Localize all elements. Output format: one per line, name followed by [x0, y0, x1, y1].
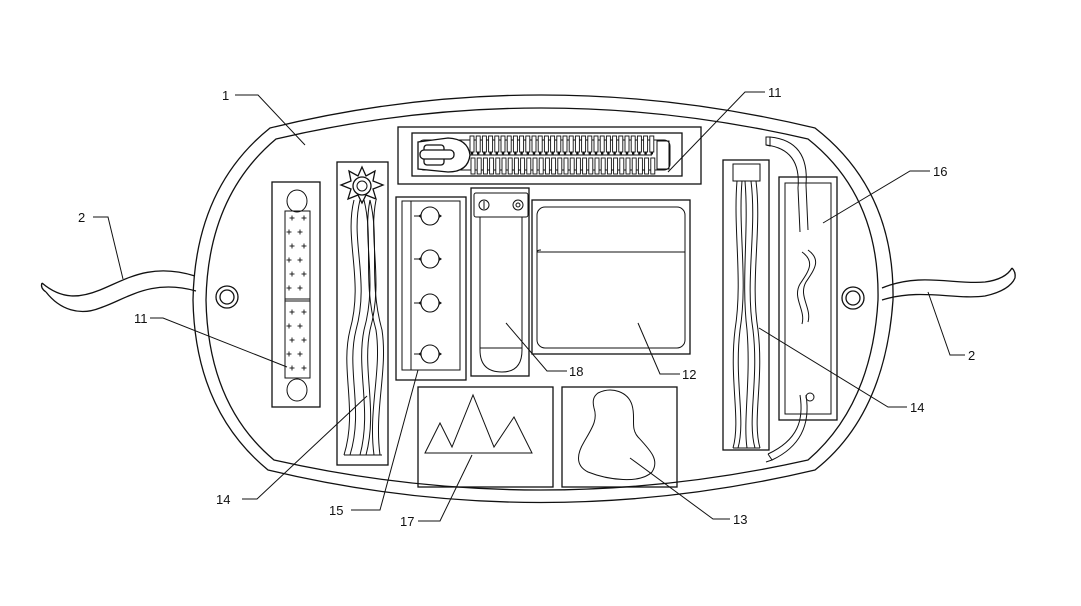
- button-1: [414, 206, 442, 226]
- button-panel: [395, 196, 467, 381]
- reference-numerals: 1 2 2 11 11 12 13 14 14 15 16 17 18: [78, 85, 975, 529]
- board-body: [192, 94, 894, 504]
- label-18: 18: [569, 364, 583, 379]
- label-16: 16: [933, 164, 947, 179]
- velcro-panel: [271, 181, 321, 408]
- leader-lines: [93, 91, 965, 522]
- label-14-right: 14: [910, 400, 924, 415]
- buckle-strap: [470, 187, 530, 377]
- label-11-top: 11: [768, 85, 782, 100]
- mountain-puzzle-panel: [417, 386, 554, 488]
- left-strap: [40, 270, 197, 313]
- button-4: [414, 344, 442, 364]
- label-15: 15: [329, 503, 343, 518]
- lacing-panel: [765, 136, 838, 463]
- label-12: 12: [682, 367, 696, 382]
- zipper-teeth: [468, 135, 656, 175]
- button-2: [414, 249, 442, 269]
- label-14-left: 14: [216, 492, 230, 507]
- right-strap: [881, 267, 1016, 301]
- button-3: [414, 293, 442, 313]
- left-grommet: [215, 285, 239, 309]
- label-13: 13: [733, 512, 747, 527]
- right-grommet: [841, 286, 865, 310]
- shape-puzzle-panel: [561, 386, 678, 488]
- label-17: 17: [400, 514, 414, 529]
- pocket: [531, 199, 691, 355]
- braid-panel-left: [336, 161, 389, 466]
- braid-panel-right: [722, 159, 770, 451]
- label-11-left: 11: [134, 311, 148, 326]
- label-2-right: 2: [968, 348, 975, 363]
- gear-knob-icon: [339, 165, 385, 205]
- button-stack: [414, 206, 442, 364]
- velcro-dot-pattern: [286, 215, 307, 371]
- top-zipper-panel: [397, 126, 702, 185]
- label-2-left: 2: [78, 210, 85, 225]
- label-1: 1: [222, 88, 229, 103]
